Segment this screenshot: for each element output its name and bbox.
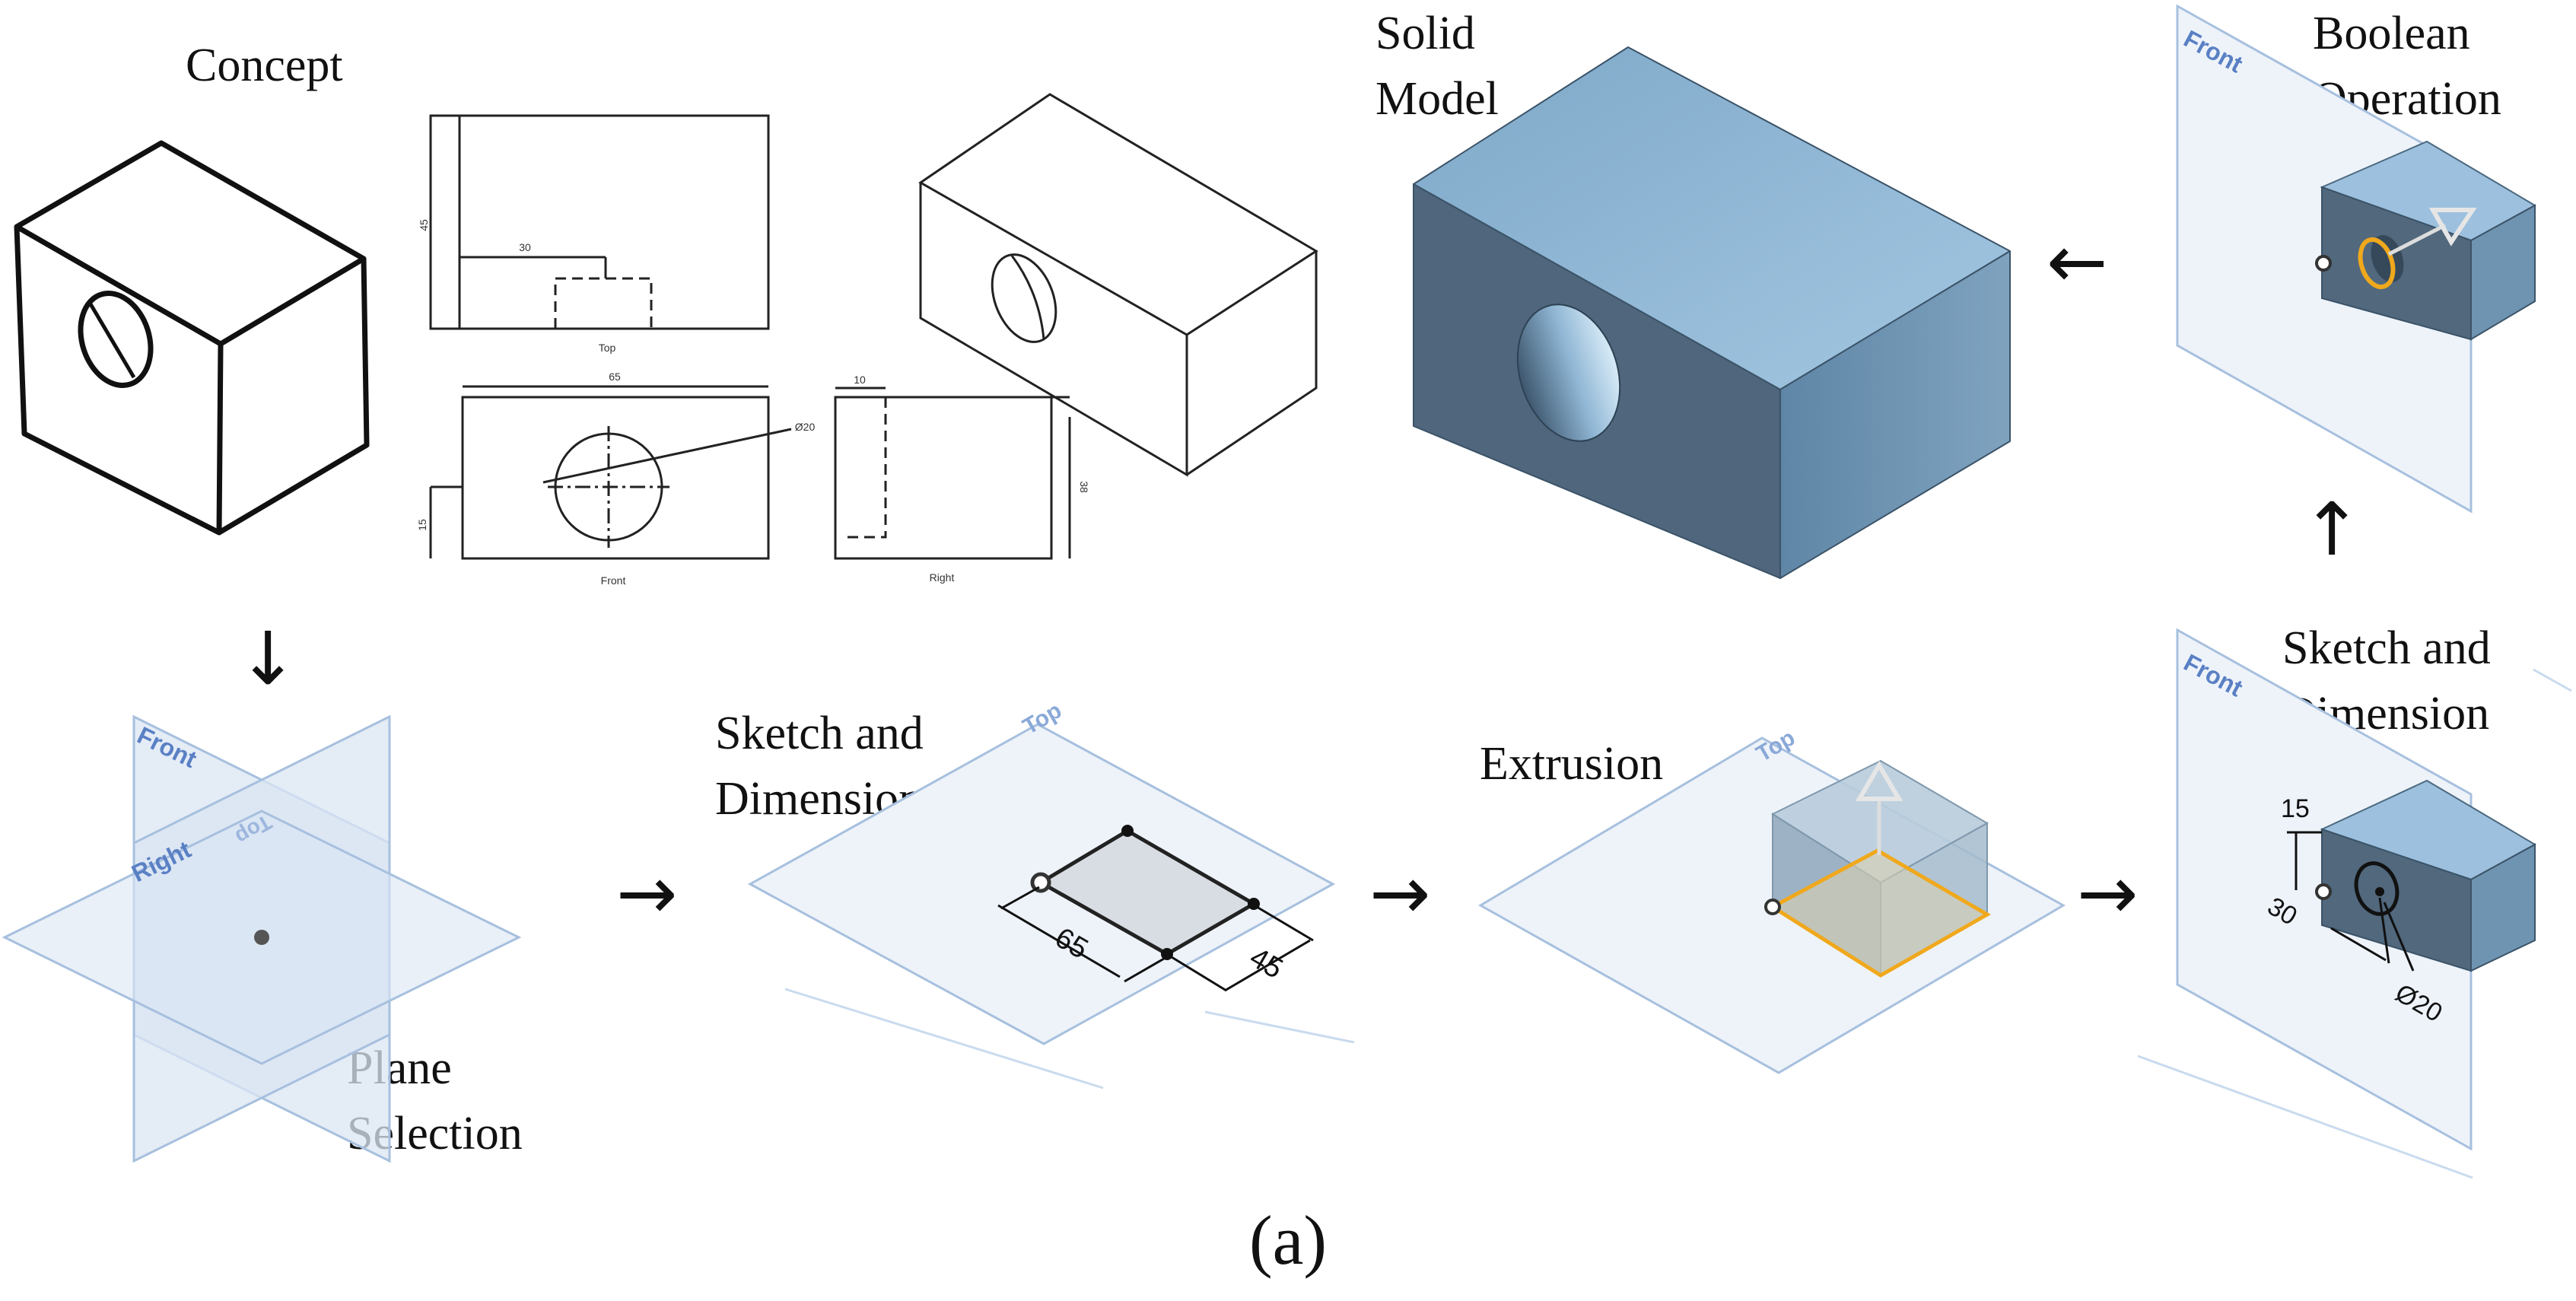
arrow-right-icon-3: → (2077, 851, 2139, 936)
sketch-dim-width: 45 (1245, 941, 1289, 985)
sketch2-circle-center-icon (2375, 887, 2384, 896)
sketch2-circle (2354, 861, 2399, 916)
solid-model-label: Solid Model (1375, 0, 1499, 132)
solid-model (1413, 46, 2011, 579)
top-view-dim-width: 30 (519, 241, 531, 253)
boolean-hole-highlight (2358, 237, 2396, 290)
top-view-title: Top (599, 342, 616, 354)
right-view-title: Right (930, 571, 955, 584)
solid-model-label-line1: Solid (1375, 8, 1475, 59)
sketch2-box-side (2470, 843, 2536, 972)
iso-top-face (918, 93, 1318, 336)
concept-front-face (14, 226, 224, 536)
top-view-outline (429, 114, 770, 330)
boolean-hole (2371, 234, 2404, 283)
front-view-leader (542, 428, 792, 484)
sketch-dim-65-line (997, 904, 1121, 978)
extrusion-arrow-head (1855, 761, 1903, 801)
sketch-plane-edge-right (1204, 1010, 1355, 1044)
extrusion-step: Top (1478, 725, 2066, 1074)
sketch2-dim-30-line (2330, 927, 2387, 962)
concept-side-face (218, 258, 370, 536)
arrow-right-icon-1: → (616, 851, 678, 936)
right-view-hidden (843, 397, 887, 539)
solid-hole (1516, 304, 1621, 442)
boolean-label-line1: Boolean (2313, 8, 2470, 59)
sketch2-line1: Sketch and (2282, 622, 2491, 674)
sketch2-step: 15 30 Ø20 Front (2137, 628, 2572, 1179)
concept-sketch (14, 140, 370, 536)
boolean-cut-arrow-shaft (2387, 223, 2447, 256)
sketch2-dim-30-ext (2378, 897, 2390, 964)
arrow-down-icon: ↓ (237, 616, 299, 701)
right-view-dim-width: 10 (854, 374, 866, 386)
arrow-right-icon-2: → (1369, 851, 1431, 936)
solid-side-face (1779, 250, 2011, 579)
sketch-step: 65 45 Top (747, 698, 1355, 1089)
plane-selection: Front Top Right (2, 714, 522, 1163)
solid-model-label-line2: Model (1375, 73, 1499, 125)
sketch2-plane-edge-top (2533, 668, 2572, 692)
sketch-dim-45-ext-b (1256, 905, 1314, 942)
sketch-plane-edge-bottom (784, 988, 1104, 1089)
concept-label: Concept (186, 40, 343, 91)
front-view-outline (461, 396, 770, 560)
iso-hole (991, 253, 1057, 343)
boolean-cut-arrow-head (2428, 208, 2477, 247)
iso-hole-inner (1010, 255, 1045, 340)
concept-top-face (14, 140, 367, 347)
sketch-vertex-icon (1161, 948, 1173, 960)
iso-front-face (919, 183, 1188, 477)
right-view-dim-height: 38 (1078, 481, 1090, 493)
arrow-up-icon: ↑ (2301, 487, 2363, 572)
sketch2-plane-edge (2137, 1054, 2473, 1179)
front-view-dim-height: 15 (416, 519, 428, 531)
sketch-dim-65-ext-b (1124, 957, 1165, 983)
sketch-dimension-label-1: Sketch and Dimension (715, 700, 924, 832)
sketch-vertex-icon (1121, 825, 1134, 837)
sketch-dimension-lines (997, 886, 1314, 992)
sketch2-dia-leader (2383, 902, 2415, 972)
front-view-dim-diameter: Ø20 (795, 421, 816, 433)
top-view-hidden-hole (554, 277, 653, 329)
sketch-dim-45-ext-a (1171, 956, 1227, 992)
arrow-left-icon: ← (2046, 219, 2108, 304)
concept-hole-inner (87, 301, 136, 379)
front-view-dim-width: 65 (609, 371, 621, 383)
front-view-title: Front (601, 574, 626, 587)
sketch-dim-65-ext-a (1000, 886, 1040, 910)
boolean-box-side (2470, 204, 2536, 341)
boolean-origin-icon (2315, 255, 2332, 272)
iso-side-face (1186, 251, 1318, 476)
sketch2-dimension-lines (2287, 831, 2415, 972)
figure-caption: (a) (1248, 1201, 1328, 1279)
sketch1-line1: Sketch and (715, 708, 924, 759)
sketch2-dim-offset-v: 15 (2281, 794, 2310, 823)
extrusion-label: Extrusion (1480, 738, 1664, 790)
extrusion-profile-highlight (1769, 848, 1991, 978)
sketch-dim-45-line (1224, 939, 1311, 992)
sketch2-origin-icon (2315, 883, 2332, 900)
boolean-operation: Front (2176, 4, 2537, 514)
extrusion-origin-icon (1764, 899, 1781, 915)
orthographic-drawings (429, 93, 1318, 560)
concept-hole (78, 290, 154, 389)
sketch-origin-icon (1030, 872, 1051, 893)
right-view-outline (834, 396, 1053, 560)
top-view-dim-height: 45 (418, 219, 430, 231)
plane-origin-icon (254, 930, 269, 945)
drawing-labels: Top Front Right 30 45 65 Ø20 15 10 38 (416, 219, 1090, 587)
